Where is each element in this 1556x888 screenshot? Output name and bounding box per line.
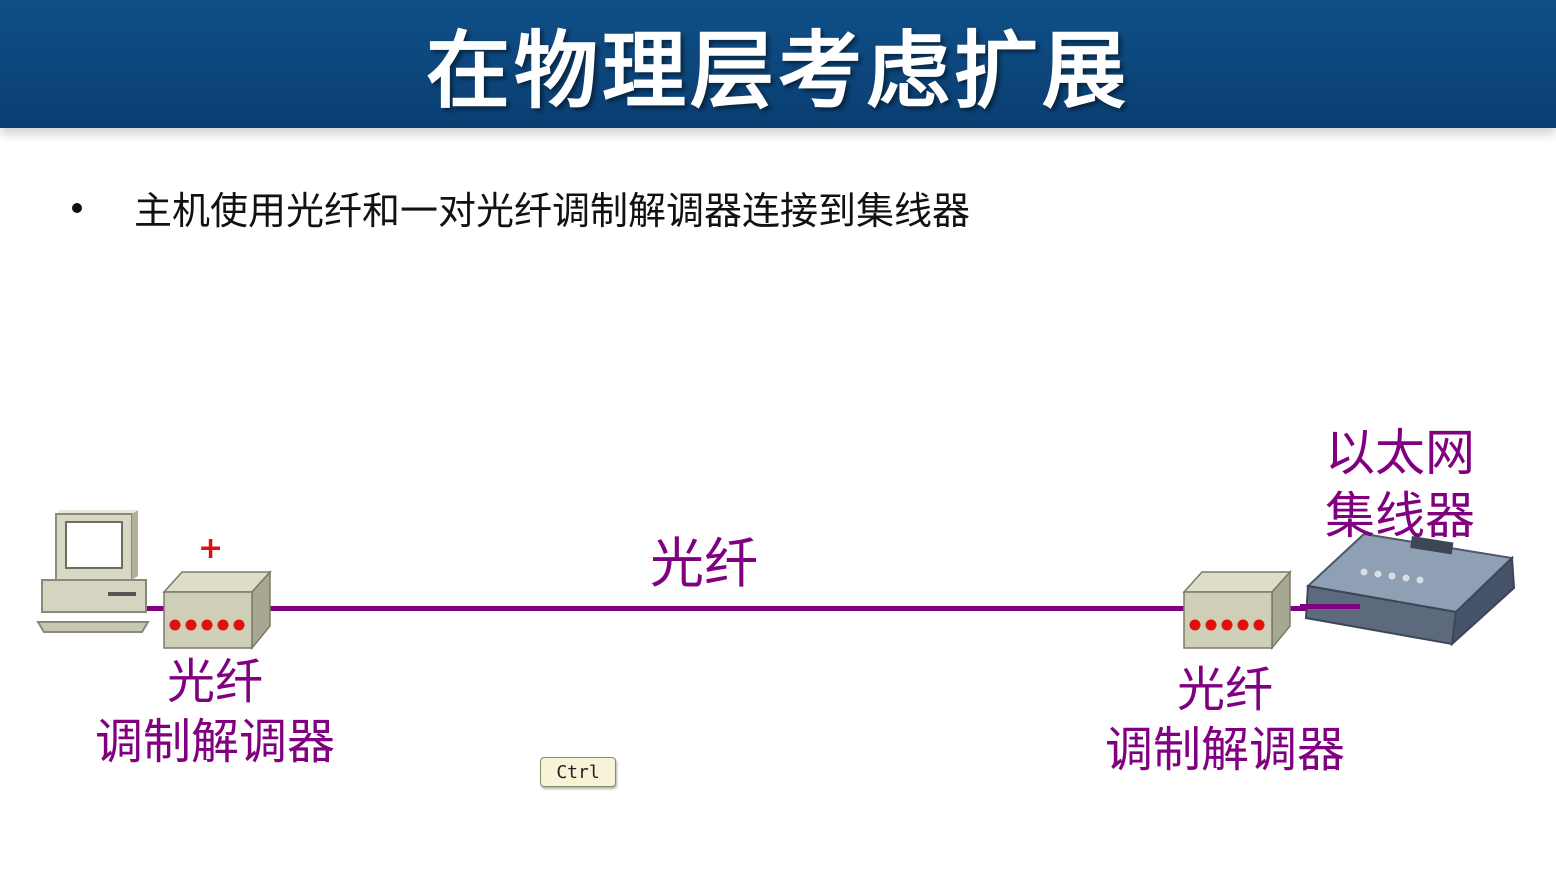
hub-label: 以太网 集线器 — [1300, 422, 1500, 547]
hub-label-line2: 集线器 — [1325, 486, 1475, 545]
fiber-cable-line — [140, 606, 1360, 611]
bullet-text: 主机使用光纤和一对光纤调制解调器连接到集线器 — [134, 189, 971, 233]
left-modem-label-line1: 光纤 — [166, 654, 263, 710]
bullet-item: 主机使用光纤和一对光纤调制解调器连接到集线器 — [72, 180, 970, 235]
plus-icon: + — [198, 531, 224, 566]
fiber-label: 光纤 — [650, 532, 758, 595]
modem-icon — [1182, 570, 1292, 651]
ctrl-key-indicator: Ctrl — [540, 757, 616, 787]
left-modem-label-line2: 调制解调器 — [94, 714, 335, 770]
slide-header: 在物理层考虑扩展 — [0, 0, 1556, 128]
bullet-dot — [72, 202, 82, 213]
right-modem-label-line1: 光纤 — [1176, 662, 1273, 718]
slide-title: 在物理层考虑扩展 — [425, 21, 1130, 120]
hub-label-line1: 以太网 — [1325, 424, 1475, 482]
right-modem-label-line2: 调制解调器 — [1104, 722, 1345, 778]
hub-icon — [1300, 532, 1516, 647]
computer-icon — [36, 510, 150, 633]
right-modem-label: 光纤 调制解调器 — [1080, 660, 1370, 780]
modem-icon — [162, 570, 272, 651]
left-modem-label: 光纤 调制解调器 — [70, 652, 360, 772]
